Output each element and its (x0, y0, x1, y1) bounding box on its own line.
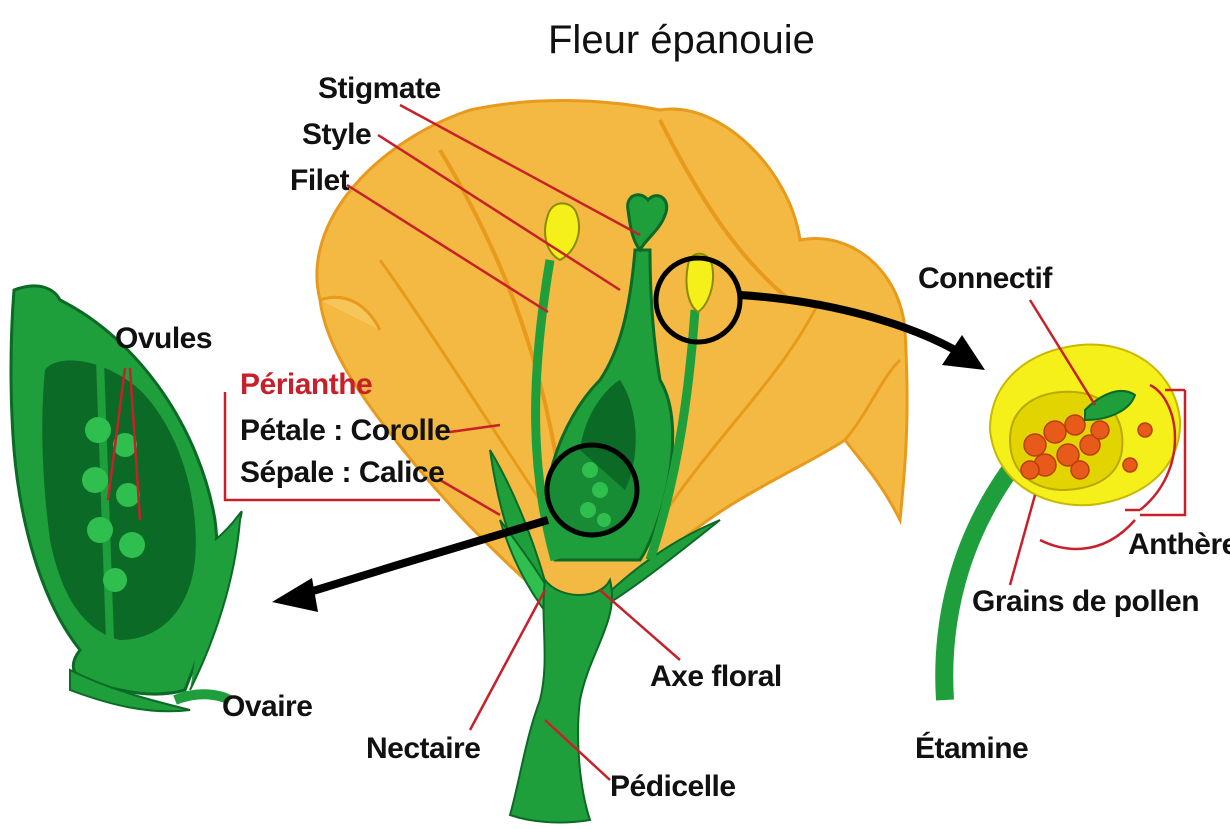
label-sepale: Sépale : Calice (240, 456, 444, 490)
label-nectaire: Nectaire (366, 732, 480, 766)
label-style: Style (302, 118, 371, 152)
label-connectif: Connectif (918, 262, 1052, 296)
label-ovaire: Ovaire (222, 690, 312, 724)
label-grains-pollen: Grains de pollen (972, 585, 1199, 619)
arrow-to-ovary (272, 520, 548, 612)
label-pedicelle: Pédicelle (610, 770, 736, 804)
label-etamine: Étamine (915, 732, 1028, 766)
label-petale: Pétale : Corolle (240, 414, 450, 448)
pedicel (510, 580, 612, 822)
label-stigmate: Stigmate (318, 72, 441, 106)
label-ovules: Ovules (115, 322, 212, 356)
label-anthere: Anthère (1128, 528, 1230, 562)
stamen-detail (944, 344, 1180, 700)
label-perianthe: Périanthe (240, 368, 372, 402)
label-axe-floral: Axe floral (650, 660, 782, 694)
label-filet: Filet (290, 164, 349, 198)
diagram-title: Fleur épanouie (548, 18, 815, 63)
